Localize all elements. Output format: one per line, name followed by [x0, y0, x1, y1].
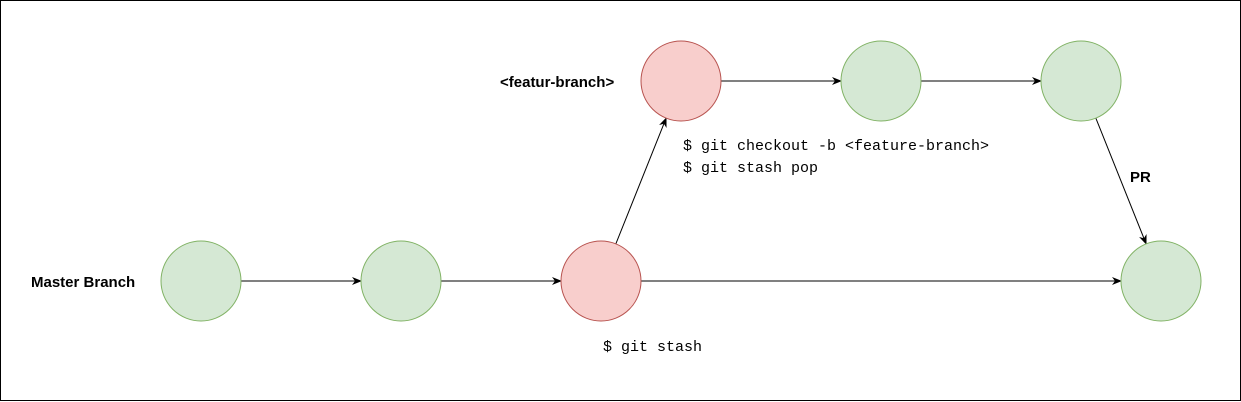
git-stash-command: $ git stash	[603, 339, 702, 356]
pr-label: PR	[1130, 169, 1151, 186]
edge-master-3-to-feature-1	[615, 117, 667, 245]
git-checkout-command: $ git checkout -b <feature-branch>	[683, 138, 989, 155]
commit-node-master-4	[1120, 240, 1202, 322]
nodes-layer	[160, 40, 1202, 322]
git-stash-pop-command: $ git stash pop	[683, 160, 818, 177]
commit-node-feature-2	[840, 40, 922, 122]
commit-node-master-1	[160, 240, 242, 322]
commit-node-master-2	[360, 240, 442, 322]
feature-branch-label: <featur-branch>	[500, 74, 614, 91]
master-branch-label: Master Branch	[31, 274, 135, 291]
stash-commit-node-feature-1	[640, 40, 722, 122]
stash-commit-node-master-3	[560, 240, 642, 322]
commit-node-feature-3	[1040, 40, 1122, 122]
edge-feature-3-to-master-4	[1095, 117, 1147, 245]
edges-layer	[241, 77, 1147, 285]
